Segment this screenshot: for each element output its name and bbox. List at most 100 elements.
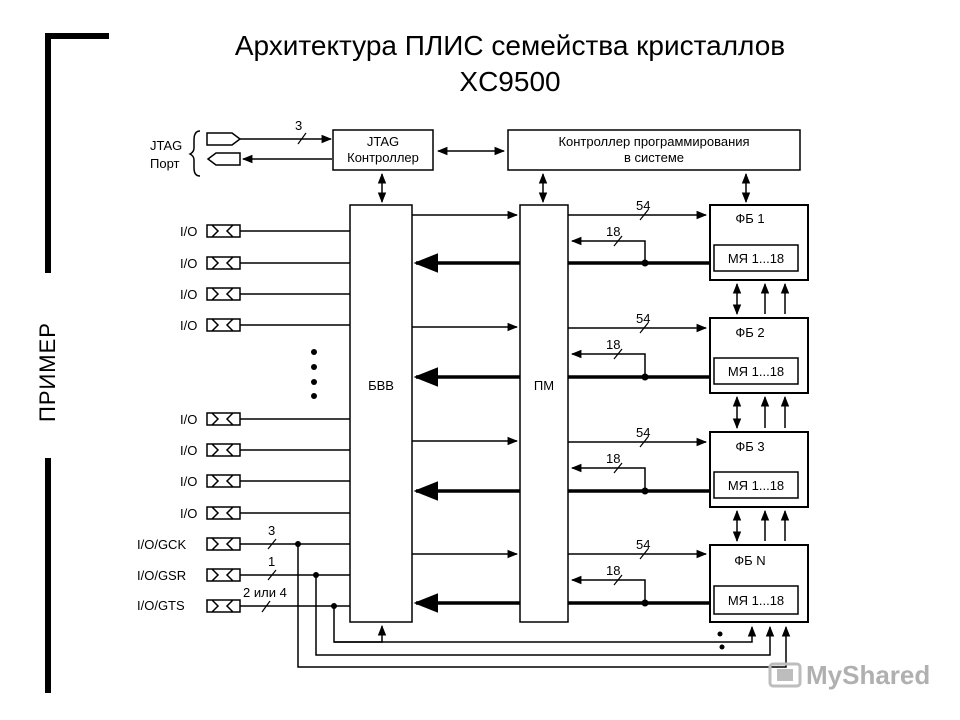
fb-more-dots: [717, 631, 725, 650]
io-gsr-pin: I/O/GSR 1: [137, 554, 775, 656]
io-label: I/O: [180, 506, 197, 521]
io-label: I/O: [180, 318, 197, 333]
bus54-label: 54: [636, 537, 650, 552]
title-line-2: XC9500: [459, 66, 561, 97]
bus18-line: [570, 349, 646, 377]
jtag-controller-box: [332, 129, 434, 171]
io-pin-1: I/O: [180, 224, 350, 239]
gck-width: 3: [268, 523, 275, 538]
gts-global-line: [333, 606, 757, 643]
gck-slash: [267, 538, 277, 550]
io-label: I/O: [180, 224, 197, 239]
side-bracket-top: [45, 33, 51, 273]
bus54-label: 54: [636, 311, 650, 326]
io-pin-icon: [206, 412, 241, 426]
bus18-label: 18: [606, 337, 620, 352]
io-pin-6: I/O: [180, 443, 350, 458]
fb-title: ФБ N: [734, 553, 765, 568]
side-bracket-bottom: [45, 458, 51, 693]
jtag-pin-out-icon: [206, 152, 241, 166]
bvv-label: БВВ: [368, 378, 394, 393]
function-block-1: 54 18 ФБ 1 МЯ 1...18: [568, 198, 809, 281]
io-gts-pin: I/O/GTS 2 или 4: [137, 585, 757, 643]
jtag-port-label-1: JTAG: [150, 138, 182, 153]
gck-label: I/O/GCK: [137, 537, 186, 552]
gsr-global-line: [315, 575, 775, 656]
io-pin-8: I/O: [180, 506, 350, 521]
prog-controller-box: [507, 129, 801, 171]
gts-to-bvv: [334, 624, 387, 643]
title-line-1: Архитектура ПЛИС семейства кристаллов: [234, 30, 786, 61]
pm-label: ПМ: [534, 378, 554, 393]
io-pin-icon: [206, 224, 241, 238]
bus54-label: 54: [636, 198, 650, 213]
jtag-port-label-2: Порт: [150, 156, 180, 171]
bus18-label: 18: [606, 451, 620, 466]
fb-title: ФБ 2: [735, 325, 764, 340]
io-label: I/O: [180, 256, 197, 271]
gsr-slash: [267, 569, 277, 581]
macrocell-label: МЯ 1...18: [728, 251, 784, 266]
bus54-label: 54: [636, 425, 650, 440]
io-pin-icon: [206, 568, 241, 582]
io-pin-icon: [206, 474, 241, 488]
io-gck-pin: I/O/GCK 3: [137, 523, 791, 668]
io-pin-2: I/O: [180, 256, 350, 271]
io-pin-icon: [206, 256, 241, 270]
io-pin-3: I/O: [180, 287, 350, 302]
io-pin-icon: [206, 287, 241, 301]
macrocell-label: МЯ 1...18: [728, 364, 784, 379]
io-label: I/O: [180, 287, 197, 302]
io-label: I/O: [180, 474, 197, 489]
gts-width: 2 или 4: [243, 585, 287, 600]
gts-label: I/O/GTS: [137, 598, 185, 613]
slide-title: Архитектура ПЛИС семейства кристаллов XC…: [110, 28, 910, 100]
bvv-block: [349, 204, 413, 623]
io-pin-icon: [206, 506, 241, 520]
fb2-fb3-links: [732, 395, 790, 430]
macrocell-box: [713, 244, 799, 272]
jtag-controller-line-1: JTAG: [367, 134, 399, 149]
io-label: I/O: [180, 412, 197, 427]
macrocell-label: МЯ 1...18: [728, 478, 784, 493]
bus18-label: 18: [606, 563, 620, 578]
macrocell-label: МЯ 1...18: [728, 593, 784, 608]
gsr-label: I/O/GSR: [137, 568, 186, 583]
jtag-bus-slash: [297, 132, 307, 145]
io-pin-icon: [206, 318, 241, 332]
function-block-2: 54 18 ФБ 2 МЯ 1...18: [568, 311, 809, 394]
bus18-label: 18: [606, 224, 620, 239]
gts-slash: [261, 600, 271, 613]
jtag-controller-line-2: Контроллер: [347, 150, 419, 165]
macrocell-box: [713, 585, 799, 615]
watermark-icon: [768, 662, 802, 688]
watermark-text: MyShared: [806, 660, 931, 690]
io-pin-5: I/O: [180, 412, 350, 427]
pm-block: [519, 204, 569, 623]
prog-controller-line-1: Контроллер программирования: [558, 134, 749, 149]
fb-title: ФБ 1: [735, 211, 764, 226]
io-pin-icon: [206, 443, 241, 457]
bus18-line: [570, 236, 646, 263]
function-block-3: 54 18 ФБ 3 МЯ 1...18: [568, 425, 809, 508]
fb3-fbn-links: [732, 509, 790, 543]
io-pin-icon: [206, 537, 241, 551]
io-ellipsis: [311, 349, 317, 399]
io-pin-icon: [206, 599, 241, 613]
gsr-width: 1: [268, 554, 275, 569]
jtag-bus-width: 3: [295, 118, 302, 133]
jtag-pin-in-icon: [206, 132, 242, 146]
function-block-n: 54 18 ФБ N МЯ 1...18: [568, 537, 809, 623]
io-label: I/O: [180, 443, 197, 458]
macrocell-box: [713, 357, 799, 385]
bus18-line: [570, 575, 646, 603]
bvv-pm-links: [412, 210, 520, 613]
fb1-fb2-links: [732, 282, 790, 316]
io-pin-4: I/O: [180, 318, 350, 333]
macrocell-box: [713, 471, 799, 499]
side-bracket-top-horizontal: [45, 33, 109, 39]
prog-controller-line-2: в системе: [624, 150, 684, 165]
bus18-line: [570, 463, 646, 491]
watermark-logo: [768, 662, 802, 688]
